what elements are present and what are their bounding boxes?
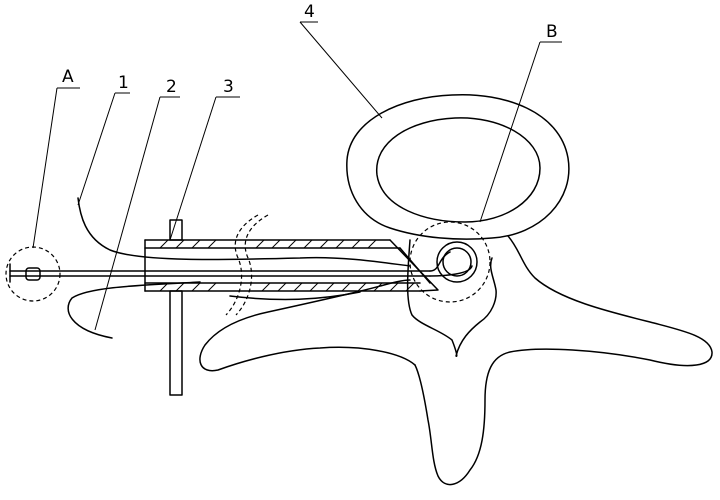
transverse-process-right — [414, 235, 713, 486]
vertebral-canal — [376, 117, 541, 223]
label-3: 3 — [223, 77, 234, 97]
leader-lines — [32, 21, 562, 331]
flexible-line-lower — [67, 281, 201, 339]
handle-bar — [169, 219, 183, 396]
vertebral-arch — [406, 239, 497, 358]
label-A: A — [62, 67, 74, 87]
flexible-line — [77, 197, 411, 267]
guide-wire — [9, 251, 473, 283]
break-mark-2 — [235, 214, 269, 316]
target-ring — [436, 241, 478, 283]
detail-circle-A — [5, 246, 61, 302]
transverse-process-left — [199, 279, 416, 372]
label-4: 4 — [304, 2, 315, 22]
flexible-line-right — [229, 291, 361, 301]
upper-wall-hatching — [159, 239, 377, 249]
detail-circle-B — [409, 221, 491, 303]
vertebra — [199, 93, 713, 486]
vertebral-body-outer — [346, 93, 570, 240]
break-mark-1 — [225, 214, 259, 316]
label-1: 1 — [118, 73, 129, 93]
label-2: 2 — [166, 77, 177, 97]
label-B: B — [546, 22, 558, 42]
